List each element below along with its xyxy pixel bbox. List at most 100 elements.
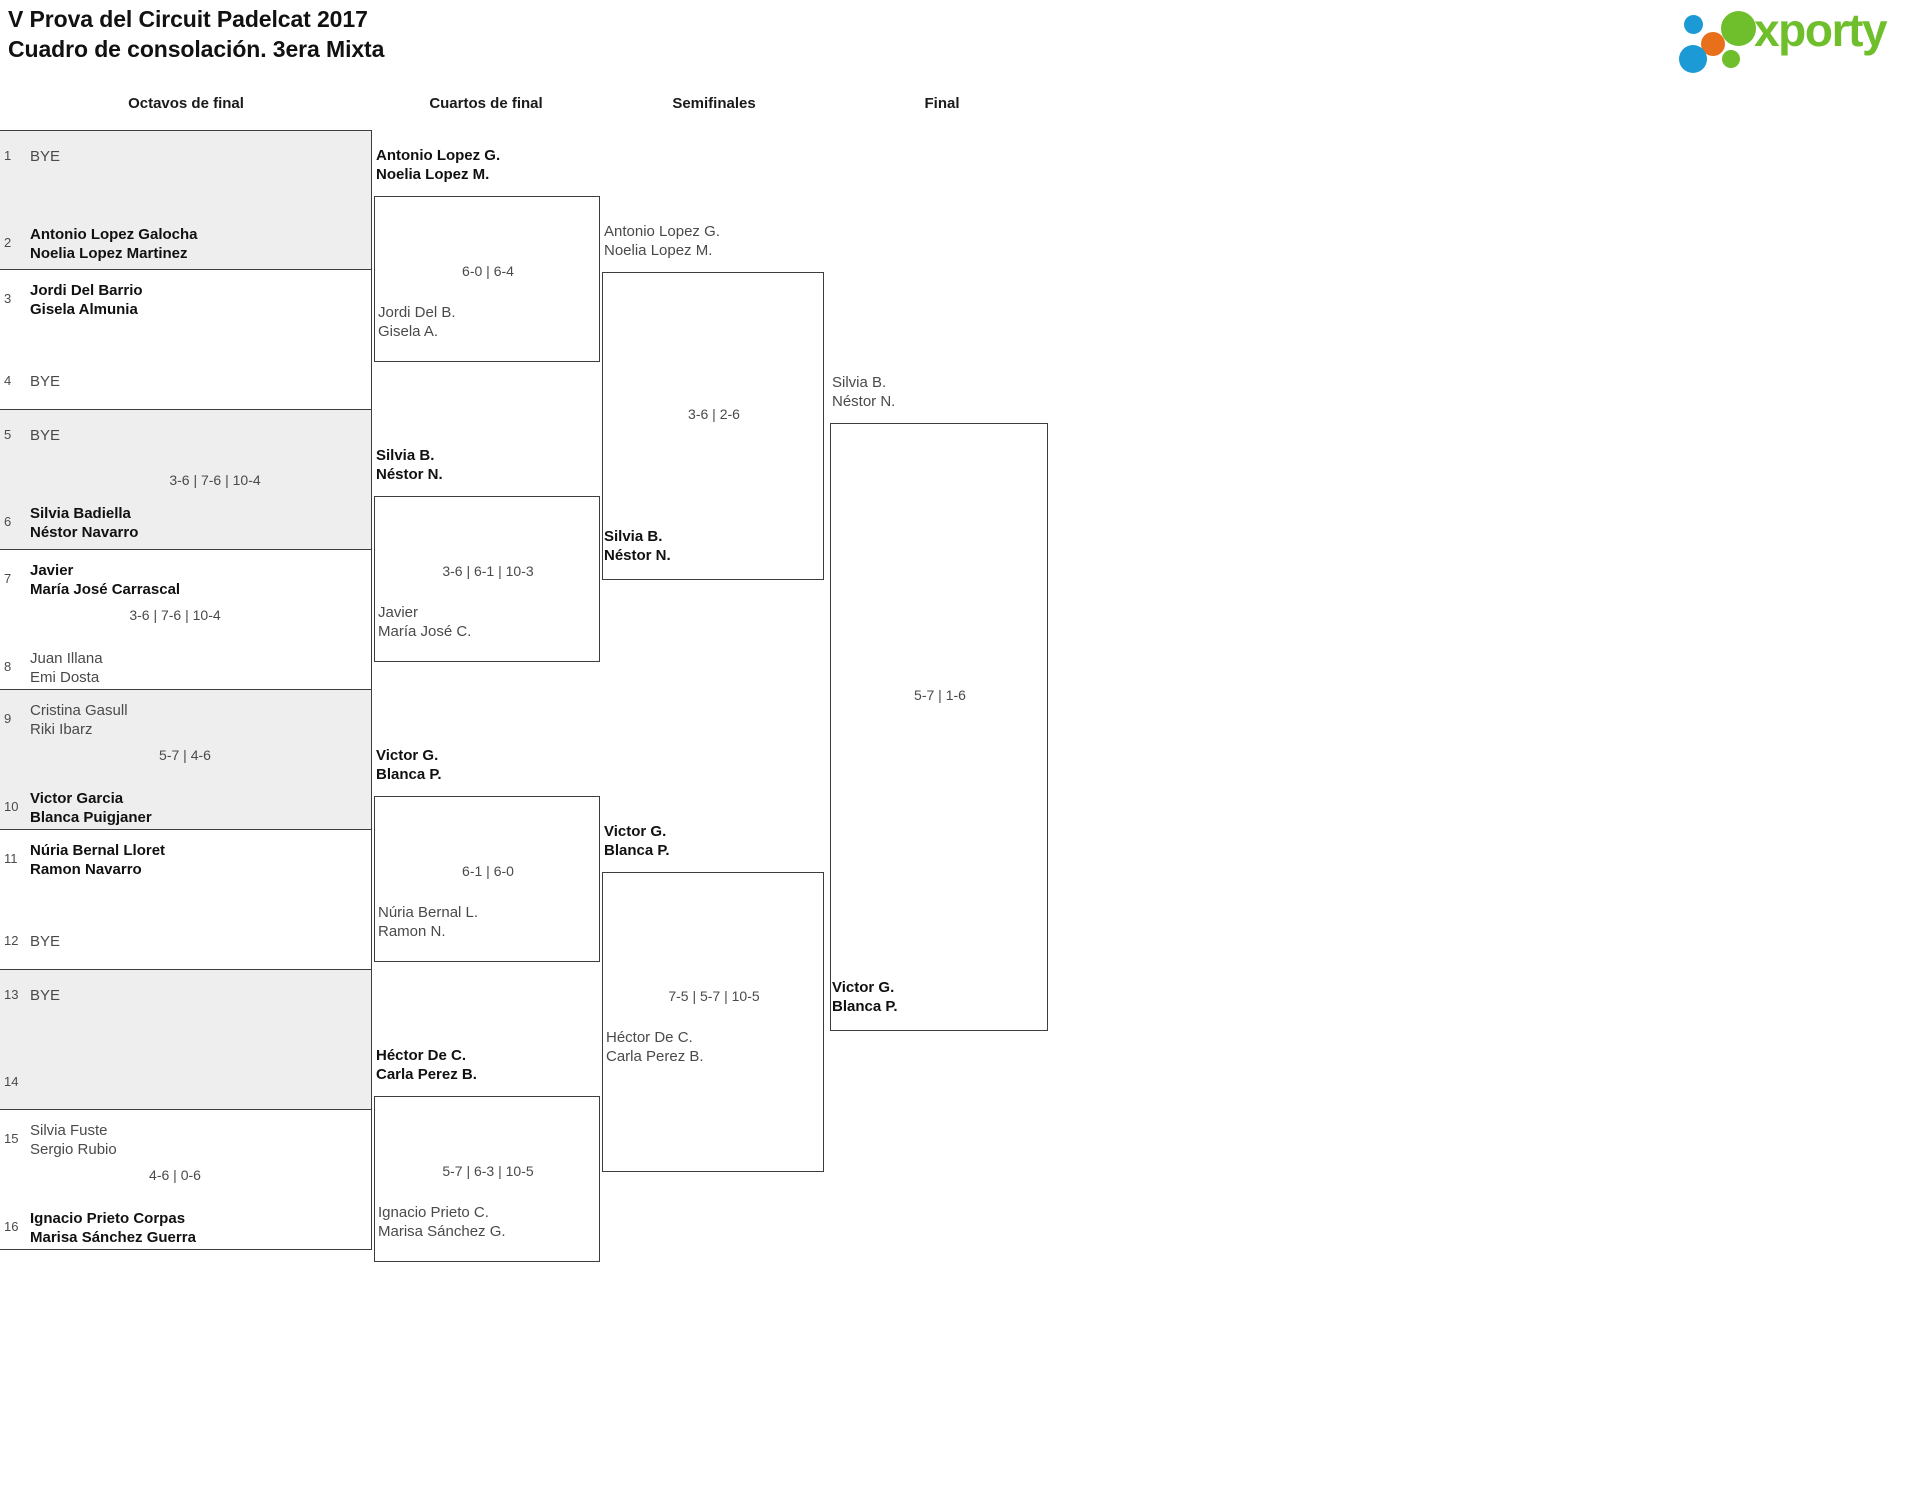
match-score: 4-6 | 0-6	[149, 1167, 201, 1183]
defeated-competitor-name: Javier	[378, 604, 419, 621]
title-line-1: V Prova del Circuit Padelcat 2017	[8, 6, 368, 32]
match-box[interactable]: 5-7 | 1-6	[830, 423, 1048, 1031]
defeated-competitor-name: Héctor De C.	[606, 1029, 693, 1046]
defeated-competitor-name: Carla Perez B.	[606, 1048, 704, 1065]
competitor-name: Riki Ibarz	[30, 721, 93, 738]
match-score: 5-7 | 6-3 | 10-5	[442, 1163, 534, 1179]
competitor-name: Silvia Fuste	[30, 1122, 108, 1139]
advancing-competitor-name: Victor G.	[376, 747, 439, 764]
logo-dot-green-large	[1721, 11, 1756, 46]
match-score: 7-5 | 5-7 | 10-5	[668, 988, 760, 1004]
match-box[interactable]: 5-7 | 6-3 | 10-5 Ignacio Prieto C. Maris…	[374, 1096, 600, 1262]
seed-number: 14	[4, 1074, 19, 1089]
round1-slot[interactable]: 7 Javier María José Carrascal 8 Juan Ill…	[0, 550, 372, 690]
competitor-name: Gisela Almunia	[30, 301, 138, 318]
competitor-name: Marisa Sánchez Guerra	[30, 1229, 196, 1246]
advancing-competitor-name: Silvia B.	[604, 528, 663, 545]
seed-number: 6	[4, 514, 12, 529]
round-header-semis: Semifinales	[672, 95, 756, 112]
page-title: V Prova del Circuit Padelcat 2017 Cuadro…	[8, 4, 384, 65]
match-score: 6-0 | 6-4	[462, 263, 514, 279]
seed-number: 9	[4, 711, 12, 726]
competitor-name: Juan Illana	[30, 650, 103, 667]
title-line-2: Cuadro de consolación. 3era Mixta	[8, 36, 385, 63]
advancing-competitor-name: Noelia Lopez M.	[376, 166, 490, 183]
seed-number: 2	[4, 235, 12, 250]
defeated-competitor-name: Jordi Del B.	[378, 304, 456, 321]
seed-number: 11	[4, 851, 18, 866]
advancing-competitor-name: Victor G.	[604, 823, 667, 840]
round1-slot[interactable]: 3 Jordi Del Barrio Gisela Almunia 4 BYE	[0, 270, 372, 410]
match-box[interactable]: 6-1 | 6-0 Núria Bernal L. Ramon N.	[374, 796, 600, 962]
defeated-competitor-name: Silvia B.	[832, 374, 887, 391]
match-score: 3-6 | 7-6 | 10-4	[129, 607, 221, 623]
match-score: 5-7 | 1-6	[914, 687, 966, 703]
seed-number: 15	[4, 1131, 19, 1146]
round1-slot[interactable]: 15 Silvia Fuste Sergio Rubio 16 Ignacio …	[0, 1110, 372, 1250]
round-header-final: Final	[924, 95, 960, 112]
match-box[interactable]: 7-5 | 5-7 | 10-5 Héctor De C. Carla Pere…	[602, 872, 824, 1172]
seed-number: 1	[4, 148, 12, 163]
logo-dot-green-small	[1722, 50, 1740, 68]
competitor-name: Blanca Puigjaner	[30, 809, 152, 826]
defeated-competitor-name: Ignacio Prieto C.	[378, 1204, 489, 1221]
competitor-name: BYE	[30, 427, 61, 444]
seed-number: 16	[4, 1219, 19, 1234]
advancing-competitor-name: Néstor N.	[376, 466, 443, 483]
competitor-name: Javier	[30, 562, 74, 579]
champion-name: Blanca P.	[832, 998, 898, 1015]
competitor-name: BYE	[30, 373, 61, 390]
competitor-name: Ramon Navarro	[30, 861, 142, 878]
match-box[interactable]: 3-6 | 2-6	[602, 272, 824, 580]
round1-slot[interactable]: 11 Núria Bernal Lloret Ramon Navarro 12 …	[0, 830, 372, 970]
defeated-competitor-name: Noelia Lopez M.	[604, 242, 713, 259]
competitor-name: Ignacio Prieto Corpas	[30, 1210, 186, 1227]
match-box[interactable]: 3-6 | 6-1 | 10-3 Javier María José C.	[374, 496, 600, 662]
match-score: 3-6 | 6-1 | 10-3	[442, 563, 534, 579]
defeated-competitor-name: Néstor N.	[832, 393, 896, 410]
advancing-competitor-name: Blanca P.	[604, 842, 670, 859]
defeated-competitor-name: Ramon N.	[378, 923, 446, 940]
champion-name: Victor G.	[832, 979, 895, 996]
advancing-competitor-name: Blanca P.	[376, 766, 442, 783]
defeated-competitor-name: María José C.	[378, 623, 472, 640]
round-header-octavos: Octavos de final	[128, 95, 244, 112]
competitor-name: Noelia Lopez Martinez	[30, 245, 188, 262]
competitor-name: Néstor Navarro	[30, 524, 139, 541]
seed-number: 5	[4, 427, 12, 442]
defeated-competitor-name: Antonio Lopez G.	[604, 223, 720, 240]
competitor-name: Núria Bernal Lloret	[30, 842, 166, 859]
round1-slot[interactable]: 9 Cristina Gasull Riki Ibarz 10 Victor G…	[0, 690, 372, 830]
advancing-competitor-name: Silvia B.	[376, 447, 435, 464]
round1-slot[interactable]: 5 BYE 6 Silvia Badiella Néstor Navarro 3…	[0, 410, 372, 550]
advancing-competitor-name: Héctor De C.	[376, 1047, 467, 1064]
round1-slot[interactable]: 13 BYE 14	[0, 970, 372, 1110]
defeated-competitor-name: Gisela A.	[378, 323, 439, 340]
competitor-name: BYE	[30, 148, 61, 165]
xporty-logo: xporty	[1676, 6, 1906, 73]
logo-dot-blue-large	[1679, 45, 1707, 73]
defeated-competitor-name: Marisa Sánchez G.	[378, 1223, 506, 1240]
advancing-competitor-name: Carla Perez B.	[376, 1066, 477, 1083]
round1-slot[interactable]: 1 BYE 2 Antonio Lopez Galocha Noelia Lop…	[0, 130, 372, 270]
seed-number: 13	[4, 987, 19, 1002]
seed-number: 8	[4, 659, 12, 674]
match-score: 5-7 | 4-6	[159, 747, 211, 763]
seed-number: 12	[4, 933, 19, 948]
logo-dot-blue-small	[1684, 15, 1703, 34]
match-score: 3-6 | 7-6 | 10-4	[169, 472, 261, 488]
competitor-name: Cristina Gasull	[30, 702, 128, 719]
competitor-name: Jordi Del Barrio	[30, 282, 143, 299]
match-score: 3-6 | 2-6	[688, 406, 740, 422]
competitor-name: Silvia Badiella	[30, 505, 131, 522]
seed-number: 10	[4, 799, 19, 814]
match-box[interactable]: 6-0 | 6-4 Jordi Del B. Gisela A.	[374, 196, 600, 362]
match-score: 6-1 | 6-0	[462, 863, 514, 879]
seed-number: 4	[4, 373, 12, 388]
competitor-name: BYE	[30, 987, 61, 1004]
advancing-competitor-name: Néstor N.	[604, 547, 671, 564]
competitor-name: Sergio Rubio	[30, 1141, 117, 1158]
seed-number: 3	[4, 291, 12, 306]
advancing-competitor-name: Antonio Lopez G.	[376, 147, 501, 164]
